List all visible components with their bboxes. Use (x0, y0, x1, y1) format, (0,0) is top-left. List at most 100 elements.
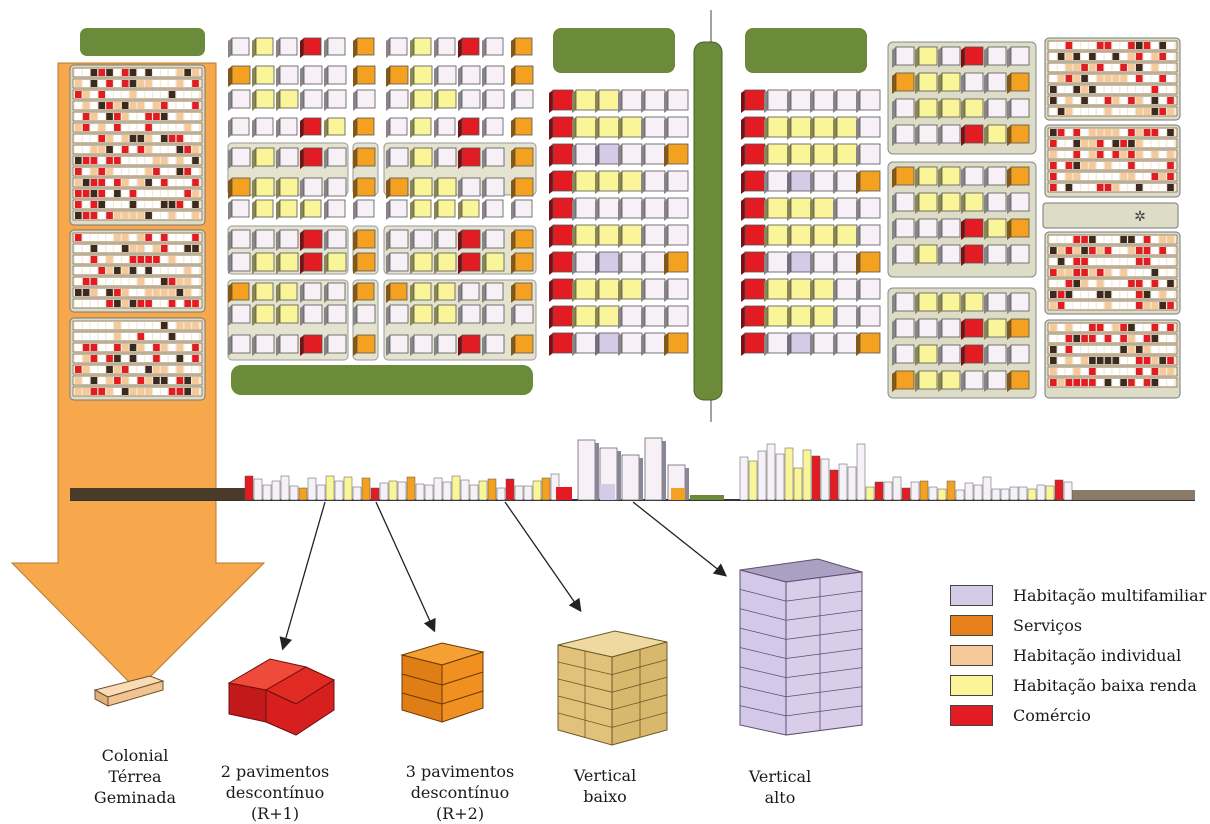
colonial-house (1096, 236, 1104, 243)
colonial-house (153, 179, 160, 186)
colonial-house (145, 234, 152, 241)
colonial-house (98, 113, 106, 120)
colonial-house (129, 234, 137, 241)
building-side (276, 200, 280, 220)
colonial-house (160, 69, 168, 76)
colonial-house (192, 377, 199, 384)
colonial-house (1081, 247, 1088, 254)
colonial-house (106, 190, 113, 197)
skyline-building (964, 482, 974, 501)
colonial-house (1096, 108, 1104, 115)
colonial-house (1120, 269, 1127, 276)
building-roof (575, 224, 597, 246)
building-roof (279, 89, 299, 109)
colonial-house (1120, 53, 1127, 60)
colonial-house (160, 113, 168, 120)
skyline-building (505, 478, 515, 501)
building-side (1007, 319, 1011, 340)
colonial-house (192, 388, 199, 395)
colonial-house (160, 212, 168, 219)
colonial-house (1073, 368, 1081, 375)
colonial-house (114, 201, 121, 208)
building-roof (744, 197, 766, 219)
building-side (353, 283, 357, 303)
building-side (1007, 125, 1011, 146)
colonial-house (153, 278, 160, 285)
building-roof (744, 305, 766, 327)
building-roof (744, 278, 766, 300)
building-roof (621, 197, 643, 219)
colonial-house (1167, 184, 1174, 191)
colonial-house (160, 201, 168, 208)
skyline-building (244, 475, 254, 501)
colonial-house (160, 91, 168, 98)
building-roof (575, 278, 597, 300)
building-roof (279, 252, 299, 272)
building-side (664, 306, 668, 329)
building-side (1007, 73, 1011, 94)
building-roof (279, 334, 299, 354)
colonial-house (1128, 368, 1135, 375)
colonial-house (129, 157, 137, 164)
colonial-house (153, 212, 160, 219)
colonial-house (145, 124, 152, 131)
building-side (892, 293, 896, 314)
colonial-house (75, 388, 82, 395)
building-roof (327, 147, 347, 167)
building-roof (987, 344, 1007, 364)
colonial-house (75, 256, 82, 263)
building-side (549, 306, 553, 329)
colonial-house (114, 69, 121, 76)
colonial-house (1112, 291, 1120, 298)
colonial-house (1159, 258, 1166, 265)
building-side (300, 178, 304, 199)
colonial-house (168, 102, 176, 109)
building-roof (255, 147, 275, 167)
skyline-building (379, 482, 389, 501)
colonial-house (1159, 162, 1166, 169)
colonial-house (1112, 269, 1120, 276)
building-roof (895, 46, 915, 66)
colonial-house (90, 146, 98, 153)
building-roof (255, 177, 275, 197)
building-side (410, 230, 414, 251)
building-side (915, 245, 919, 266)
building-roof (575, 89, 597, 111)
colonial-house (1135, 346, 1143, 353)
floor-line (785, 686, 863, 698)
colonial-house (82, 157, 90, 164)
building-side (915, 293, 919, 314)
colonial-house (1151, 357, 1159, 364)
colonial-house (1112, 379, 1120, 386)
floor-line (785, 667, 863, 679)
colonial-house (106, 201, 113, 208)
colonial-house (145, 91, 152, 98)
colonial-house (1112, 53, 1120, 60)
building-roof (437, 177, 457, 197)
floor-line (785, 628, 863, 640)
colonial-house (1135, 108, 1143, 115)
skyline-building (451, 475, 461, 501)
colonial-house (137, 146, 145, 153)
building-side (961, 125, 965, 146)
colonial-house (121, 146, 129, 153)
colonial-house (1057, 140, 1065, 147)
building-side (511, 253, 515, 274)
colonial-house (82, 124, 90, 131)
skyline-building (487, 478, 497, 501)
building-roof (575, 332, 597, 354)
colonial-house (98, 267, 106, 274)
colonial-house (1050, 258, 1057, 265)
va-model-front (739, 569, 787, 736)
building-roof (859, 305, 881, 327)
building-side (482, 118, 486, 138)
colonial-house (1065, 379, 1073, 386)
colonial-house (1050, 302, 1057, 309)
building-roof (918, 98, 938, 118)
building-side (856, 225, 860, 248)
building-side (276, 38, 280, 58)
floor-line (785, 609, 863, 621)
skyline-building (280, 475, 290, 501)
building-roof (644, 305, 666, 327)
building-side (764, 198, 768, 221)
